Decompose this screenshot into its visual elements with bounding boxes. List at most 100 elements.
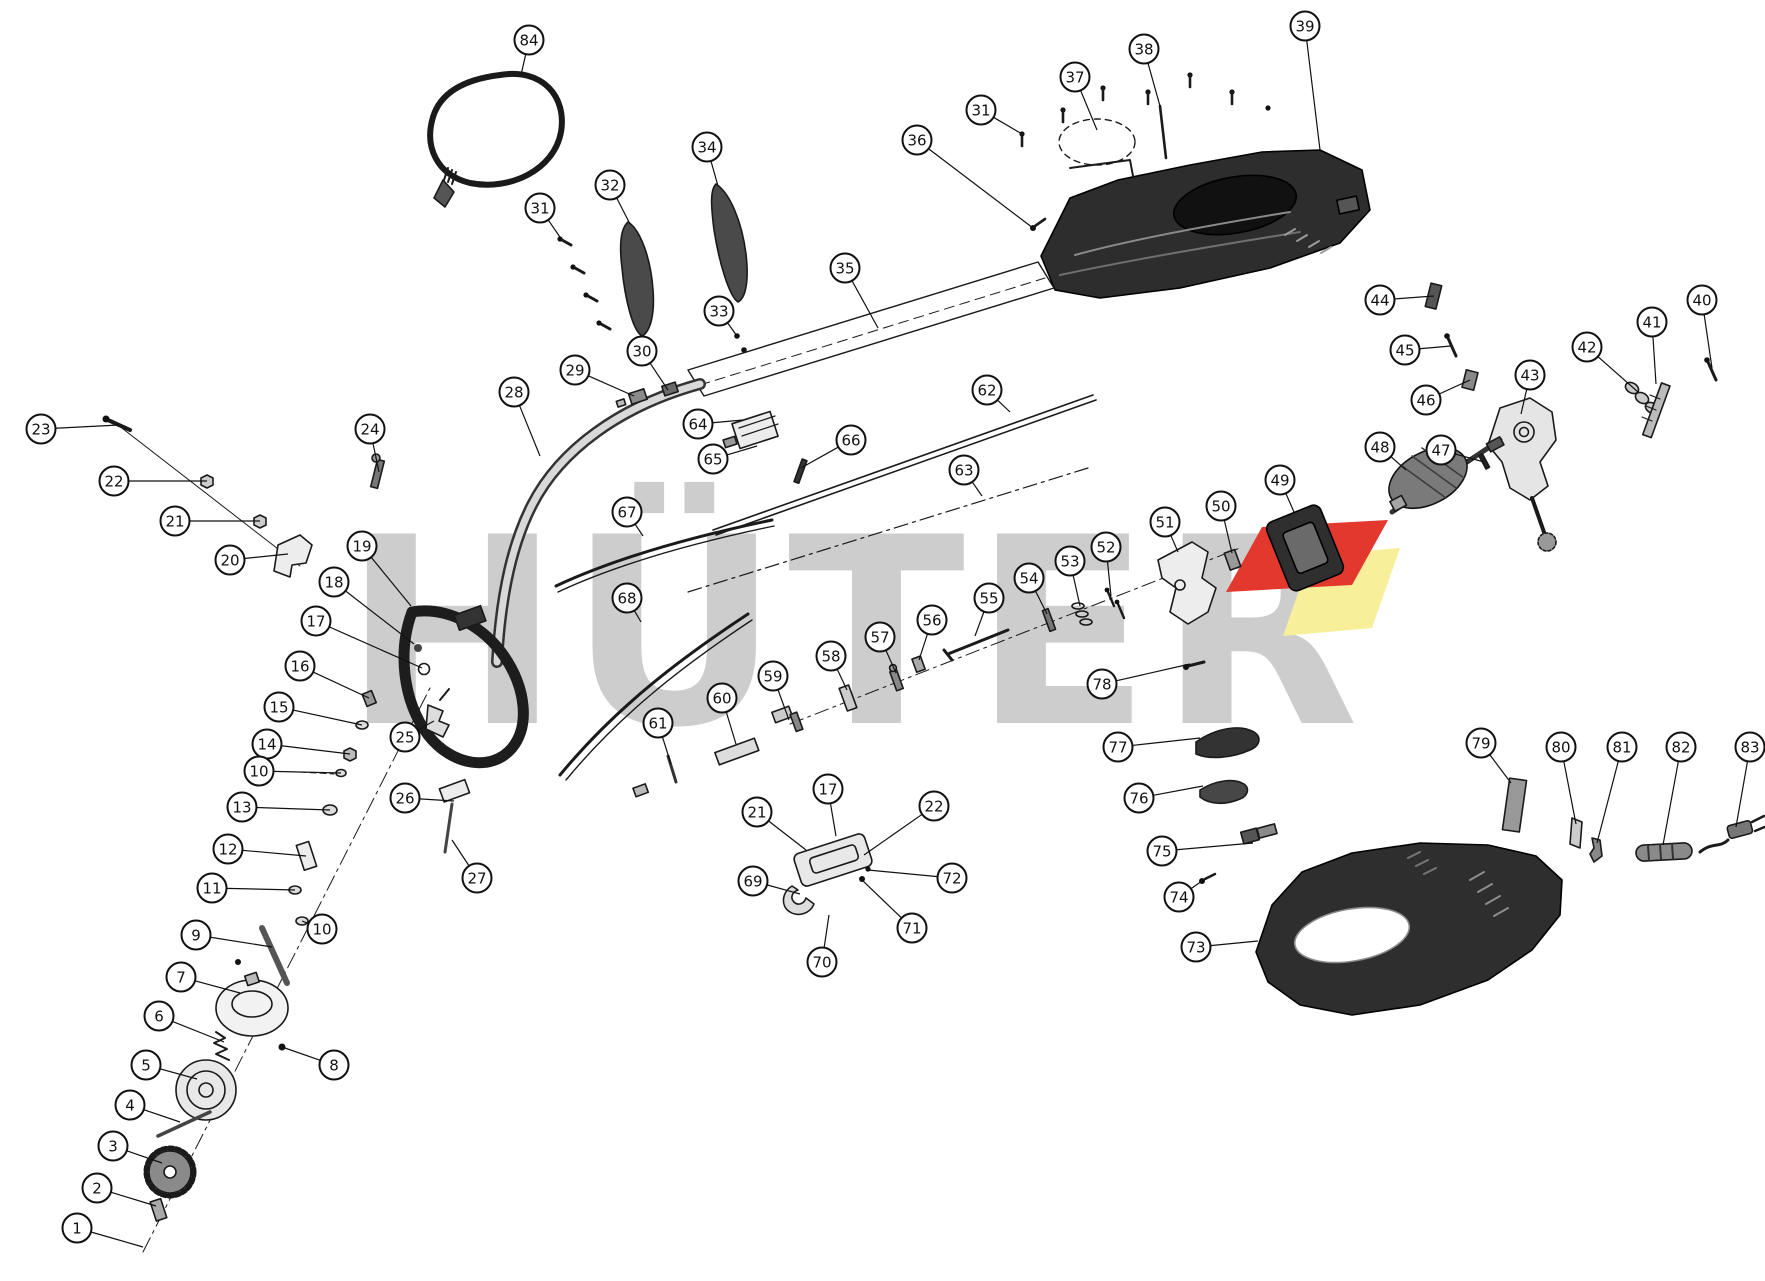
callout-48: 48 (1364, 431, 1407, 471)
callout-62: 62 (971, 374, 1011, 413)
callout-64: 64 (682, 408, 744, 440)
cord-parts (1501, 777, 1765, 863)
callout-68: 68 (611, 582, 643, 623)
callout-52: 52 (1090, 531, 1122, 597)
callout-label-59: 59 (763, 668, 782, 686)
callout-15: 15 (263, 691, 363, 726)
callout-label-9: 9 (191, 927, 201, 945)
callout-50: 50 (1205, 490, 1237, 554)
drive-rod-62 (712, 394, 1097, 536)
callout-45: 45 (1389, 334, 1452, 366)
callout-6: 6 (143, 1000, 225, 1043)
callout-label-31: 31 (971, 102, 990, 120)
callout-label-58: 58 (821, 648, 840, 666)
callout-label-44: 44 (1370, 292, 1389, 310)
callout-label-20: 20 (220, 552, 239, 570)
axis-line-right (789, 547, 1241, 725)
callout-63: 63 (948, 454, 983, 497)
callout-label-27: 27 (467, 870, 486, 888)
callout-label-82: 82 (1671, 739, 1690, 757)
callout-label-62: 62 (977, 382, 996, 400)
callout-label-35: 35 (835, 260, 854, 278)
callout-label-7: 7 (176, 969, 186, 987)
callout-label-33: 33 (709, 303, 728, 321)
callout-19: 19 (346, 530, 412, 607)
callout-label-12: 12 (218, 841, 237, 859)
handle-cover-halves (619, 183, 748, 337)
callout-label-80: 80 (1551, 739, 1570, 757)
callout-label-56: 56 (922, 612, 941, 630)
callout-label-4: 4 (125, 1097, 135, 1115)
callout-75: 75 (1146, 835, 1254, 867)
callout-7: 7 (165, 961, 241, 994)
connector-blocks (722, 410, 808, 485)
callout-label-60: 60 (712, 690, 731, 708)
motor-housing-top (1040, 149, 1371, 299)
callout-54: 54 (1013, 562, 1048, 615)
callout-43: 43 (1514, 359, 1546, 415)
callout-label-10: 10 (312, 921, 331, 939)
callout-label-51: 51 (1155, 514, 1174, 532)
callout-label-72: 72 (942, 870, 961, 888)
callout-81: 81 (1596, 731, 1638, 844)
callout-32: 32 (594, 169, 631, 225)
callout-21: 21 (741, 796, 807, 851)
callout-39: 39 (1289, 10, 1321, 151)
callout-77: 77 (1102, 731, 1201, 763)
callout-31: 31 (965, 94, 1023, 135)
callout-label-31: 31 (530, 200, 549, 218)
callout-25: 25 (389, 720, 435, 753)
watermark-brand-text: HÜTER (343, 479, 1367, 785)
callout-44: 44 (1364, 284, 1435, 316)
callout-label-73: 73 (1186, 939, 1205, 957)
curved-shaft-tube (491, 378, 706, 668)
callout-69: 69 (737, 865, 801, 897)
callout-label-26: 26 (395, 790, 414, 808)
callout-84: 84 (513, 24, 545, 76)
callout-42: 42 (1571, 331, 1639, 393)
callout-label-29: 29 (565, 362, 584, 380)
callout-46: 46 (1410, 379, 1471, 416)
callout-label-3: 3 (108, 1138, 118, 1156)
callout-10: 10 (243, 755, 342, 787)
callout-35: 35 (829, 252, 879, 329)
callout-label-57: 57 (870, 629, 889, 647)
callout-label-22: 22 (924, 798, 943, 816)
callout-16: 16 (284, 650, 370, 699)
callout-9: 9 (180, 919, 273, 951)
callout-53: 53 (1054, 545, 1086, 607)
callout-label-13: 13 (232, 799, 251, 817)
callout-label-37: 37 (1065, 69, 1084, 87)
callout-label-46: 46 (1416, 392, 1435, 410)
callout-label-21: 21 (747, 804, 766, 822)
callout-36: 36 (901, 124, 1034, 229)
callout-label-67: 67 (617, 504, 636, 522)
callout-label-40: 40 (1692, 292, 1711, 310)
callout-37: 37 (1059, 61, 1098, 131)
callout-label-17: 17 (818, 781, 837, 799)
callout-label-74: 74 (1169, 889, 1188, 907)
callout-label-5: 5 (141, 1057, 151, 1075)
callout-51: 51 (1149, 506, 1181, 553)
callout-3: 3 (97, 1130, 163, 1164)
callout-72: 72 (867, 862, 968, 894)
callout-label-61: 61 (648, 715, 667, 733)
callout-label-15: 15 (269, 699, 288, 717)
callout-34: 34 (691, 131, 723, 187)
callout-61: 61 (642, 707, 674, 765)
callout-14: 14 (251, 728, 351, 760)
flex-shaft-63 (687, 467, 1089, 593)
switch-assembly (782, 833, 873, 916)
callout-38: 38 (1128, 33, 1161, 107)
callout-47: 47 (1425, 434, 1485, 466)
callout-label-75: 75 (1152, 843, 1171, 861)
callout-49: 49 (1264, 464, 1296, 513)
callout-label-22: 22 (104, 473, 123, 491)
callout-label-8: 8 (329, 1057, 339, 1075)
callout-55: 55 (973, 582, 1005, 637)
callout-label-39: 39 (1295, 18, 1314, 36)
callout-56: 56 (916, 604, 948, 661)
callout-label-49: 49 (1270, 472, 1289, 490)
callout-60: 60 (706, 682, 738, 745)
callout-29: 29 (559, 354, 635, 397)
